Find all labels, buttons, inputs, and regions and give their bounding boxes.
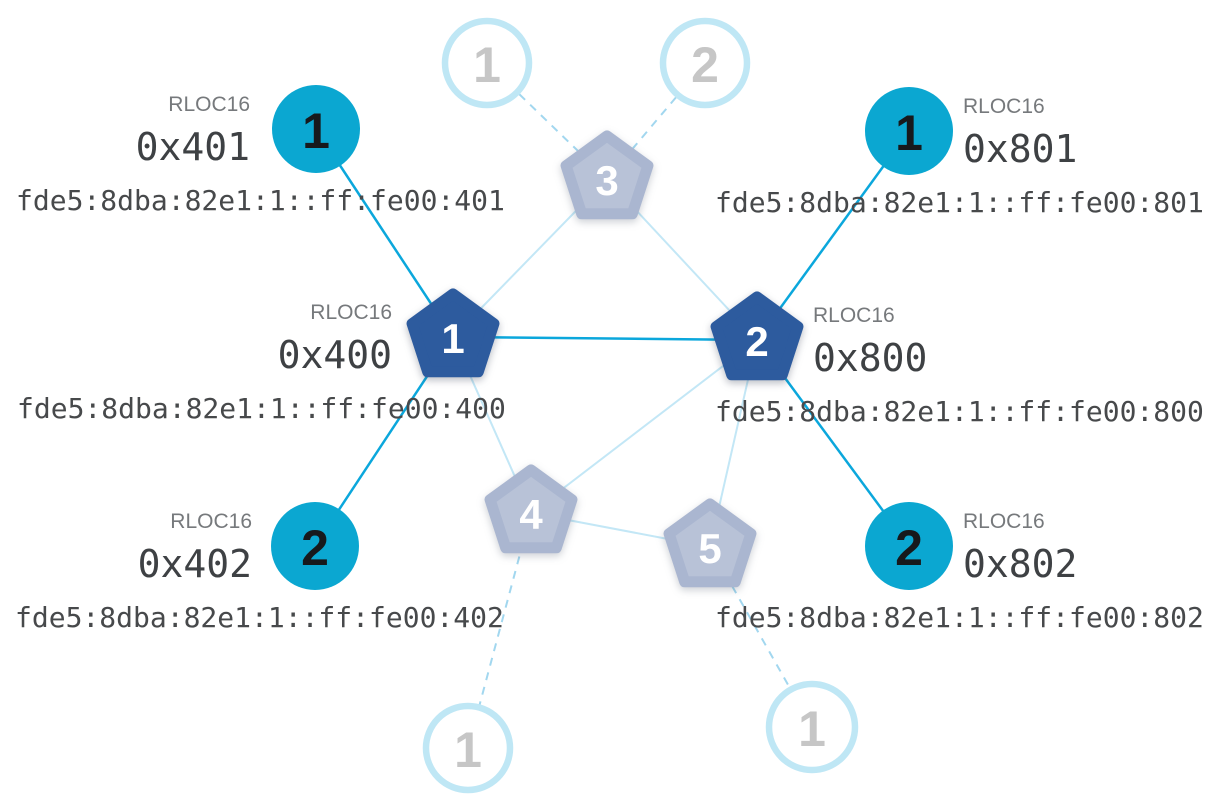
node-number: 1 <box>454 722 482 778</box>
link-router-4-router-2 <box>530 339 758 514</box>
router-pentagon-shape <box>710 291 804 381</box>
child-circle-shape <box>272 85 360 173</box>
node-number: 1 <box>302 103 330 159</box>
child-circle-shape <box>765 680 859 774</box>
rloc16-value-router-1: 0x400 <box>278 333 392 377</box>
rloc16-value-child-401: 0x401 <box>136 125 250 169</box>
rloc16-title-router-1: RLOC16 <box>310 301 392 324</box>
labels-layer: RLOC160x401fde5:8dba:82e1:1::ff:fe00:401… <box>15 93 1204 634</box>
node-number: 2 <box>895 520 923 576</box>
node-child-802[interactable]: 2 <box>865 502 953 590</box>
rloc16-value-child-801: 0x801 <box>963 127 1077 171</box>
child-circle-shape <box>271 502 359 590</box>
node-child-bottom-right[interactable]: 1 <box>765 680 859 774</box>
ipv6-address-child-401: fde5:8dba:82e1:1::ff:fe00:401 <box>16 184 505 217</box>
node-router-2[interactable]: 2 <box>710 291 804 381</box>
router-pentagon-shape <box>406 288 500 378</box>
ipv6-address-router-2: fde5:8dba:82e1:1::ff:fe00:800 <box>715 395 1204 428</box>
rloc16-title-child-401: RLOC16 <box>168 93 250 116</box>
node-child-top-1[interactable]: 1 <box>441 17 533 109</box>
node-number: 1 <box>473 37 501 93</box>
node-child-401[interactable]: 1 <box>272 85 360 173</box>
node-number: 5 <box>698 525 721 572</box>
node-router-1[interactable]: 1 <box>406 288 500 378</box>
rloc16-value-child-802: 0x802 <box>963 542 1077 586</box>
router-pentagon-shape <box>663 498 757 588</box>
child-circle-shape <box>659 17 751 109</box>
rloc16-value-child-402: 0x402 <box>138 542 252 586</box>
rloc16-value-router-2: 0x800 <box>813 336 927 380</box>
link-router-1-router-2 <box>452 335 758 342</box>
ipv6-address-router-1: fde5:8dba:82e1:1::ff:fe00:400 <box>17 392 506 425</box>
node-router-5[interactable]: 5 <box>663 498 757 588</box>
child-circle-shape <box>422 702 514 794</box>
router-pentagon-shape <box>484 464 578 554</box>
node-number: 1 <box>441 315 464 362</box>
node-number: 2 <box>691 37 719 93</box>
node-router-4[interactable]: 4 <box>484 464 578 554</box>
rloc16-title-child-402: RLOC16 <box>170 510 252 533</box>
node-number: 1 <box>798 701 826 757</box>
node-child-bottom-left[interactable]: 1 <box>422 702 514 794</box>
node-number: 2 <box>745 318 768 365</box>
node-child-801[interactable]: 1 <box>865 87 953 175</box>
ipv6-address-child-402: fde5:8dba:82e1:1::ff:fe00:402 <box>15 601 504 634</box>
node-number: 1 <box>895 105 923 161</box>
rloc16-title-router-2: RLOC16 <box>813 304 895 327</box>
ipv6-address-child-802: fde5:8dba:82e1:1::ff:fe00:802 <box>715 601 1204 634</box>
nodes-layer: 1 2 1 1 3 1 2 4 5 2 2 1 1 <box>271 17 953 794</box>
node-number: 3 <box>595 157 618 204</box>
child-circle-shape <box>441 17 533 109</box>
ipv6-address-child-801: fde5:8dba:82e1:1::ff:fe00:801 <box>715 186 1204 219</box>
node-router-3[interactable]: 3 <box>560 130 654 220</box>
node-number: 2 <box>301 520 329 576</box>
child-circle-shape <box>865 87 953 175</box>
router-pentagon-shape <box>560 130 654 220</box>
node-number: 4 <box>519 491 543 538</box>
rloc16-title-child-802: RLOC16 <box>963 510 1045 533</box>
child-circle-shape <box>865 502 953 590</box>
node-child-402[interactable]: 2 <box>271 502 359 590</box>
node-child-top-2[interactable]: 2 <box>659 17 751 109</box>
rloc16-title-child-801: RLOC16 <box>963 95 1045 118</box>
